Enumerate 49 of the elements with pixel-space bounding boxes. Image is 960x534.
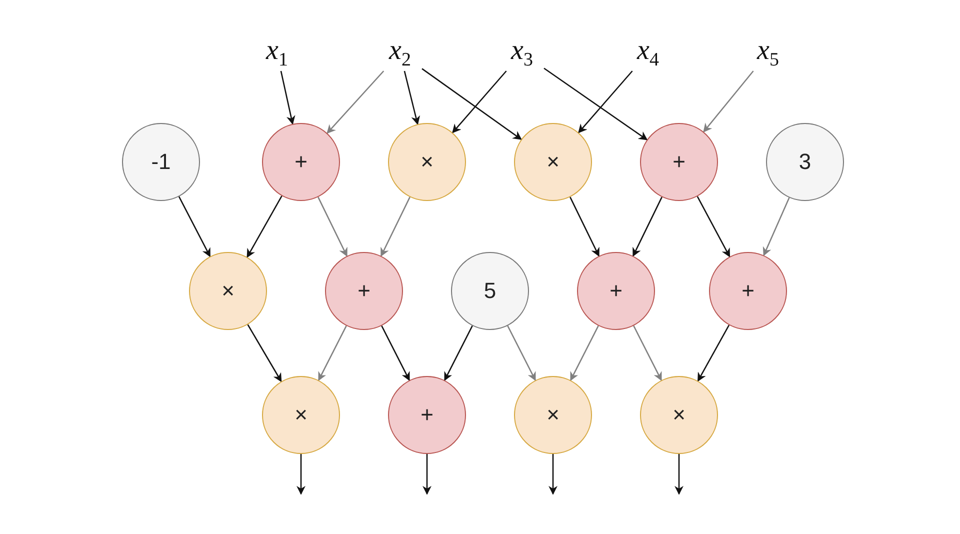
arrow xyxy=(632,196,662,257)
arrow xyxy=(544,68,648,140)
arrow xyxy=(246,196,282,258)
arrow xyxy=(296,454,306,495)
operator-label: + xyxy=(742,278,754,304)
arrow xyxy=(633,325,662,382)
arrow xyxy=(452,70,507,134)
arrow xyxy=(762,197,790,256)
operator-label: -1 xyxy=(151,149,171,175)
arrow xyxy=(570,325,599,382)
arrow xyxy=(507,325,536,382)
variable-label: x$_{5}$ xyxy=(757,34,779,72)
arrow xyxy=(247,324,282,382)
operator-label: × xyxy=(546,402,560,428)
arrow xyxy=(578,70,633,134)
variable-label: x$_{4}$ xyxy=(637,34,659,72)
variable-label: x$_{2}$ xyxy=(389,34,411,72)
operator-label: + xyxy=(358,278,370,304)
arrow xyxy=(548,454,558,495)
arrow xyxy=(697,324,730,382)
operator-label: + xyxy=(610,278,622,304)
arrow xyxy=(422,454,432,495)
operator-label: × xyxy=(672,402,686,428)
arrow xyxy=(674,454,684,495)
addition-node xyxy=(640,123,718,201)
arrow xyxy=(318,196,348,257)
arrow xyxy=(404,70,420,126)
arrow xyxy=(318,325,347,382)
arrow xyxy=(444,325,473,382)
arrow xyxy=(326,70,384,134)
operator-label: × xyxy=(294,402,308,428)
variable-label: x$_{1}$ xyxy=(266,34,288,72)
operator-label: × xyxy=(222,278,234,304)
operator-label: × xyxy=(546,149,560,175)
operator-label: × xyxy=(420,149,434,175)
arrow xyxy=(703,70,754,132)
arrow xyxy=(422,68,522,140)
variable-label: x$_{3}$ xyxy=(511,34,533,72)
arrow xyxy=(381,325,410,382)
operator-label: + xyxy=(672,149,686,175)
operator-label: + xyxy=(294,149,308,175)
operator-label: + xyxy=(420,402,434,428)
operator-label: 3 xyxy=(798,149,812,175)
arrow xyxy=(570,196,600,257)
arrow xyxy=(178,196,211,258)
arrow xyxy=(280,70,296,125)
operator-label: 5 xyxy=(484,278,496,304)
arrow xyxy=(696,196,730,258)
arrow xyxy=(380,196,410,257)
